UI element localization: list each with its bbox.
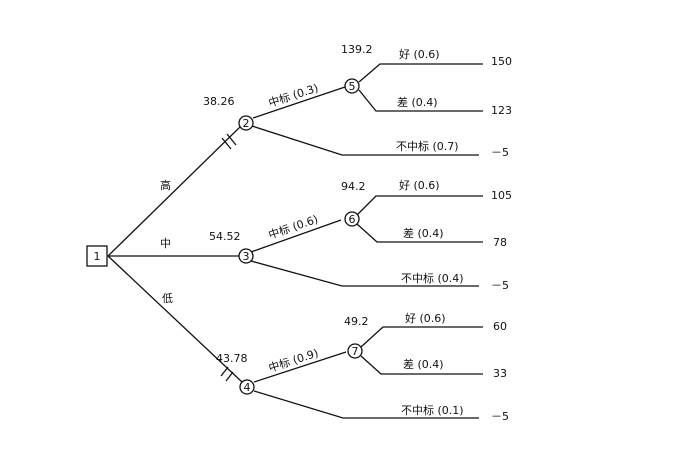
prune-mark-low-1 [220, 366, 229, 377]
branch-label-high: 高 [160, 178, 171, 192]
bad-label-n5: 差 (0.4) [397, 95, 438, 109]
branch-label-mid: 中 [160, 237, 171, 250]
good-label-n7: 好 (0.6) [405, 311, 446, 325]
win-label-n2: 中标 (0.3) [267, 81, 320, 110]
good-label-n6: 好 (0.6) [399, 178, 440, 192]
lose-label-n4: 不中标 (0.1) [401, 403, 464, 417]
decision-node [86, 245, 108, 267]
win-line-n3 [250, 219, 342, 253]
payoff-n7-bad: 33 [493, 367, 507, 380]
lose-label-n2: 不中标 (0.7) [396, 139, 459, 153]
branch-line-high [107, 125, 242, 257]
good-line-n5 [358, 63, 483, 83]
payoff-n6-good: 105 [491, 189, 512, 202]
chance-node-5 [344, 78, 360, 94]
lose-label-n3: 不中标 (0.4) [401, 271, 464, 285]
win-line-n4 [253, 351, 347, 383]
lose-line-n4 [253, 390, 479, 419]
payoff-n5-good: 150 [491, 55, 512, 68]
bad-label-n7: 差 (0.4) [403, 357, 444, 371]
lose-line-n3 [250, 260, 479, 287]
prune-mark-high-2 [226, 133, 237, 146]
prune-mark-low-2 [225, 371, 234, 382]
branch-line-low [107, 255, 243, 383]
payoff-n7-good: 60 [493, 320, 507, 333]
payoff-n5-bad: 123 [491, 104, 512, 117]
ev-node-2: 38.26 [203, 95, 235, 108]
ev-node-4: 43.78 [216, 352, 248, 365]
node-5-label: 5 [349, 80, 356, 93]
bad-line-n5 [358, 89, 483, 112]
payoff-n3-lose: －5 [491, 279, 509, 292]
payoff-n4-lose: －5 [491, 410, 509, 423]
chance-node-2 [238, 115, 254, 131]
ev-node-3: 54.52 [209, 230, 241, 243]
prune-mark-high-1 [221, 137, 232, 150]
good-line-n7 [360, 326, 483, 348]
ev-node-6: 94.2 [341, 180, 366, 193]
decision-node-label: 1 [94, 250, 101, 263]
node-3-label: 3 [243, 250, 250, 263]
bad-line-n6 [356, 223, 483, 243]
branch-label-low: 低 [162, 292, 173, 305]
bad-line-n7 [360, 355, 483, 375]
ev-node-7: 49.2 [344, 315, 369, 328]
node-6-label: 6 [349, 213, 356, 226]
chance-node-6 [344, 211, 360, 227]
good-label-n5: 好 (0.6) [399, 47, 440, 61]
node-4-label: 4 [244, 381, 251, 394]
payoff-n6-bad: 78 [493, 236, 507, 249]
node-7-label: 7 [352, 345, 359, 358]
ev-node-5: 139.2 [341, 43, 373, 56]
win-label-n4: 中标 (0.9) [267, 346, 320, 375]
chance-node-7 [347, 343, 363, 359]
lose-line-n2 [251, 125, 479, 156]
bad-label-n6: 差 (0.4) [403, 226, 444, 240]
payoff-n2-lose: －5 [491, 146, 509, 159]
chance-node-3 [238, 248, 254, 264]
win-line-n2 [252, 86, 346, 119]
node-2-label: 2 [243, 117, 250, 130]
chance-node-4 [239, 379, 255, 395]
good-line-n6 [356, 195, 483, 216]
